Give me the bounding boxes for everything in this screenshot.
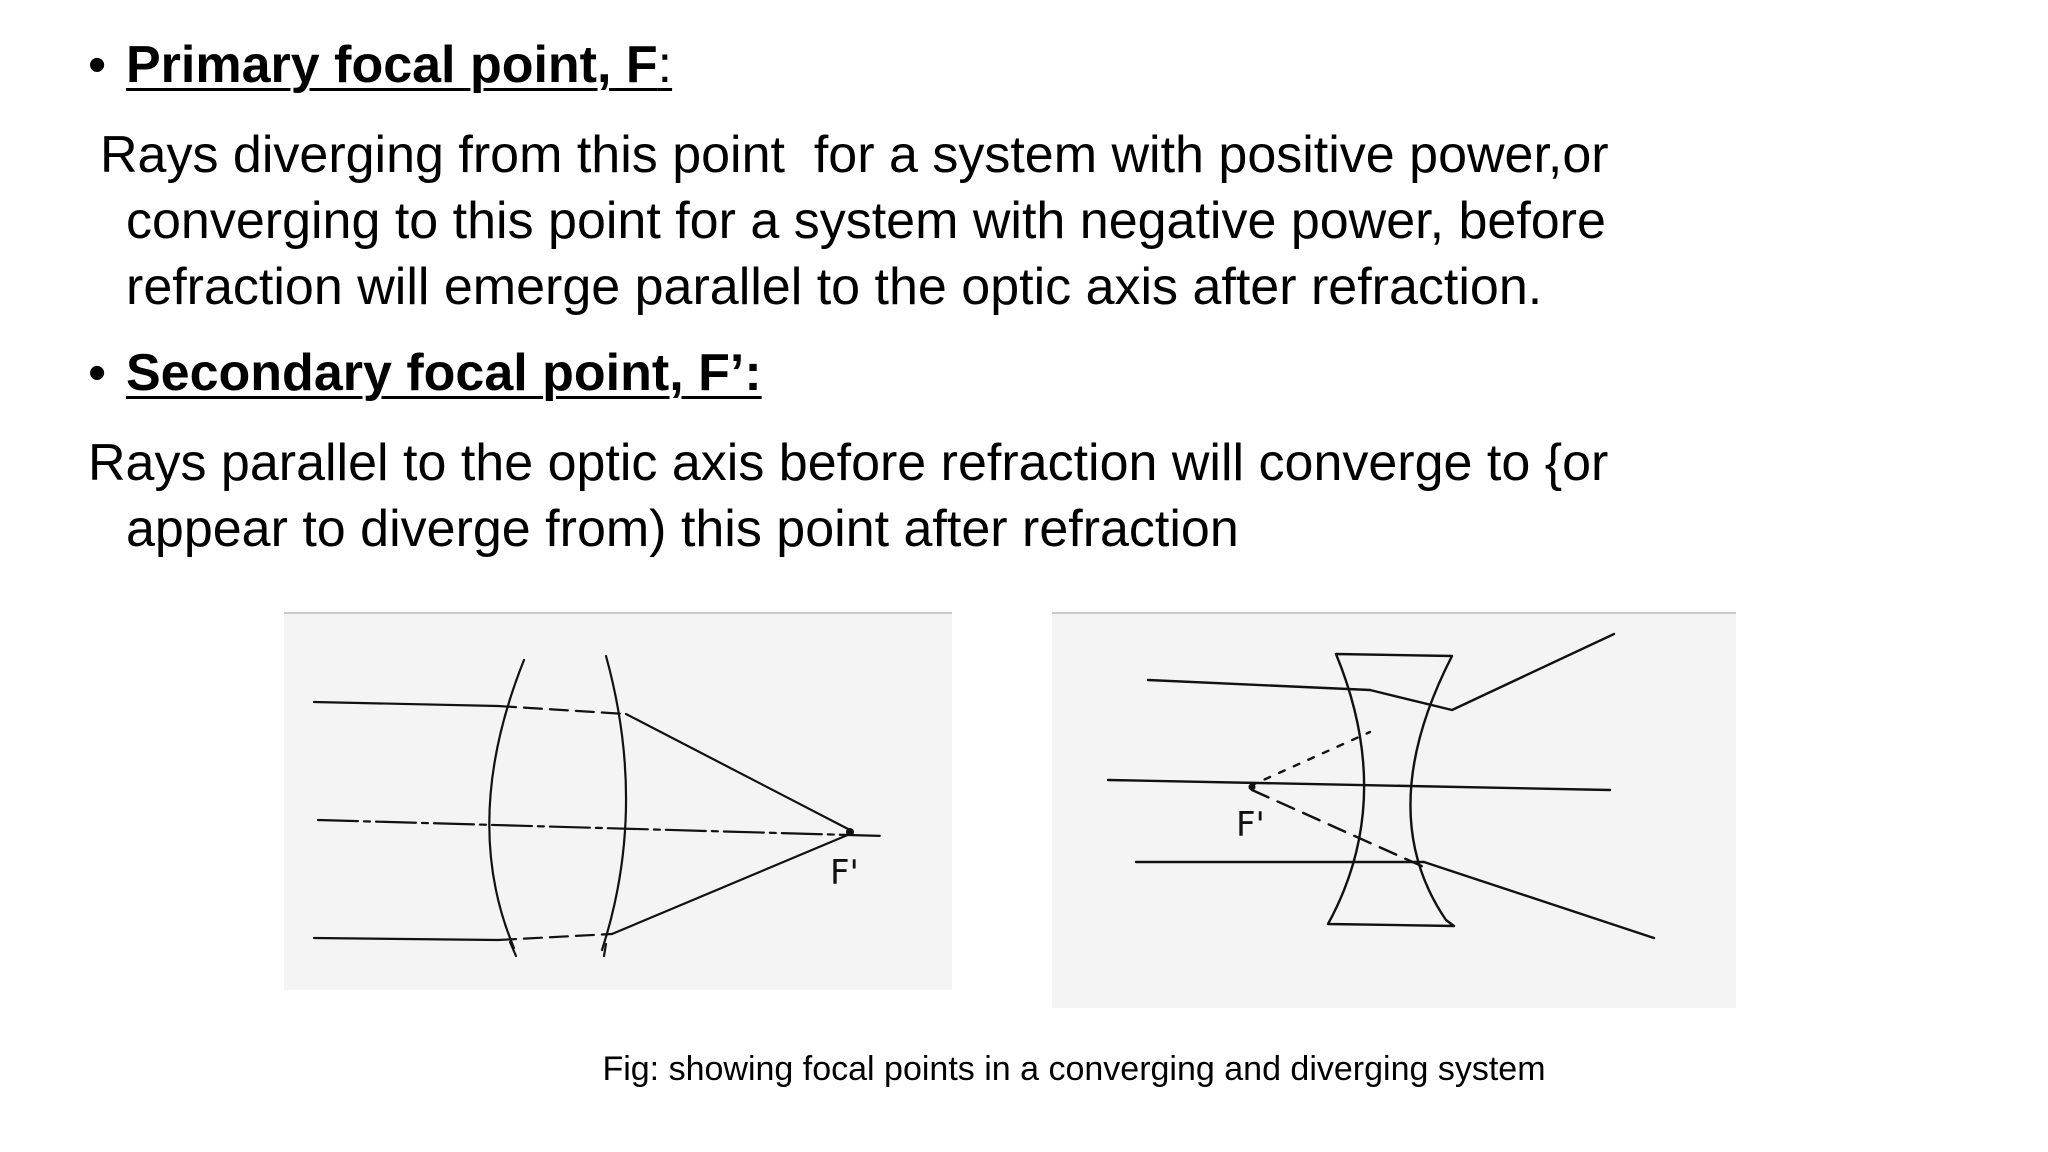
figure-caption: Fig: showing focal points in a convergin… bbox=[602, 1050, 1546, 1088]
definition-line: appear to diverge from) this point after… bbox=[126, 500, 1239, 558]
primary-focal-point-heading: • Primary focal point, F: bbox=[88, 34, 672, 96]
lens-back-surface bbox=[600, 654, 628, 952]
focal-point-label: F' bbox=[830, 853, 859, 893]
internal-ray-bottom bbox=[496, 932, 614, 942]
definition-line: Rays diverging from this point for a sys… bbox=[100, 126, 1609, 184]
diverging-lens-outline bbox=[1326, 652, 1456, 928]
definition-line: converging to this point for a system wi… bbox=[126, 192, 1606, 250]
focal-point-marker bbox=[846, 828, 854, 836]
focal-point-label: F' bbox=[1236, 805, 1265, 845]
bullet: • bbox=[88, 344, 107, 402]
primary-focal-point-title: Primary focal point, F bbox=[126, 36, 658, 94]
virtual-ray-bottom bbox=[1250, 788, 1428, 870]
definition-line: Rays parallel to the optic axis before r… bbox=[88, 434, 1609, 492]
focal-point-marker bbox=[1248, 783, 1256, 791]
primary-focal-point-definition: Rays diverging from this point for a sys… bbox=[100, 122, 1800, 320]
diverging-ray-top bbox=[1368, 632, 1616, 712]
incident-ray-top bbox=[312, 700, 500, 708]
refracted-ray-top bbox=[624, 712, 852, 832]
lens-tick bbox=[508, 940, 518, 958]
figure-top-border bbox=[284, 612, 952, 614]
diverging-lens-figure: F' bbox=[1052, 612, 1736, 1008]
converging-lens-figure: F' bbox=[284, 612, 952, 990]
virtual-ray-top bbox=[1248, 730, 1372, 788]
refracted-ray-bottom bbox=[610, 832, 852, 936]
lens-tick bbox=[602, 942, 608, 958]
heading-colon: : bbox=[657, 36, 673, 94]
diverging-lens-diagram: F' bbox=[1106, 632, 1656, 940]
internal-ray-top bbox=[496, 704, 628, 716]
incident-ray-bottom bbox=[312, 936, 500, 942]
optic-axis bbox=[316, 818, 886, 838]
secondary-focal-point-title: Secondary focal point, F’: bbox=[126, 344, 762, 402]
lens-front-surface bbox=[488, 658, 526, 950]
diverging-ray-bottom bbox=[1422, 860, 1656, 940]
definition-line: refraction will emerge parallel to the o… bbox=[126, 258, 1543, 316]
bullet: • bbox=[88, 36, 107, 94]
figure-top-border bbox=[1052, 612, 1736, 614]
incident-ray-top bbox=[1146, 678, 1372, 692]
optic-axis bbox=[1106, 778, 1612, 792]
converging-lens-diagram: F' bbox=[312, 654, 886, 958]
secondary-focal-point-definition: Rays parallel to the optic axis before r… bbox=[88, 430, 1788, 562]
secondary-focal-point-heading: • Secondary focal point, F’: bbox=[88, 342, 762, 404]
